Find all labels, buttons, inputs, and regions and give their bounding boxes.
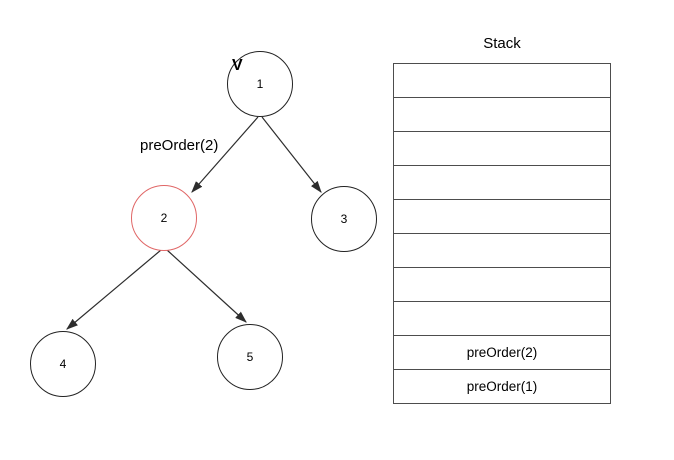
tree-node-1-label: 1 bbox=[256, 77, 264, 91]
tree-node-1: 1 bbox=[227, 51, 293, 117]
edge-2-4-arrow bbox=[66, 249, 162, 330]
tree-node-3: 3 bbox=[311, 186, 377, 252]
stack-cell-7 bbox=[394, 267, 610, 301]
stack-cell-6 bbox=[394, 233, 610, 267]
stack-cell-2 bbox=[394, 97, 610, 131]
stack-cell-3 bbox=[394, 131, 610, 165]
tree-node-3-label: 3 bbox=[340, 212, 348, 226]
stack-title: Stack bbox=[483, 35, 521, 52]
stack-cell-5 bbox=[394, 199, 610, 233]
edge-1-2-arrow bbox=[191, 116, 259, 193]
visited-mark: V bbox=[232, 57, 243, 74]
tree-node-4: 4 bbox=[30, 331, 96, 397]
stack-cell-9: preOrder(2) bbox=[394, 335, 610, 369]
tree-node-5-label: 5 bbox=[246, 350, 254, 364]
edge-call-label: preOrder(2) bbox=[140, 137, 219, 154]
tree-node-5: 5 bbox=[217, 324, 283, 390]
tree-node-2-highlighted: 2 bbox=[131, 185, 197, 251]
stack-cell-4 bbox=[394, 165, 610, 199]
stack-cell-10: preOrder(1) bbox=[394, 369, 610, 403]
stack-box: preOrder(2) preOrder(1) bbox=[393, 63, 611, 404]
tree-node-2-label: 2 bbox=[160, 211, 168, 225]
stack-cell-1 bbox=[394, 64, 610, 97]
edge-1-3-arrow bbox=[261, 116, 322, 193]
stack-cell-8 bbox=[394, 301, 610, 335]
tree-node-4-label: 4 bbox=[59, 357, 67, 371]
edge-2-5-arrow bbox=[166, 249, 247, 323]
